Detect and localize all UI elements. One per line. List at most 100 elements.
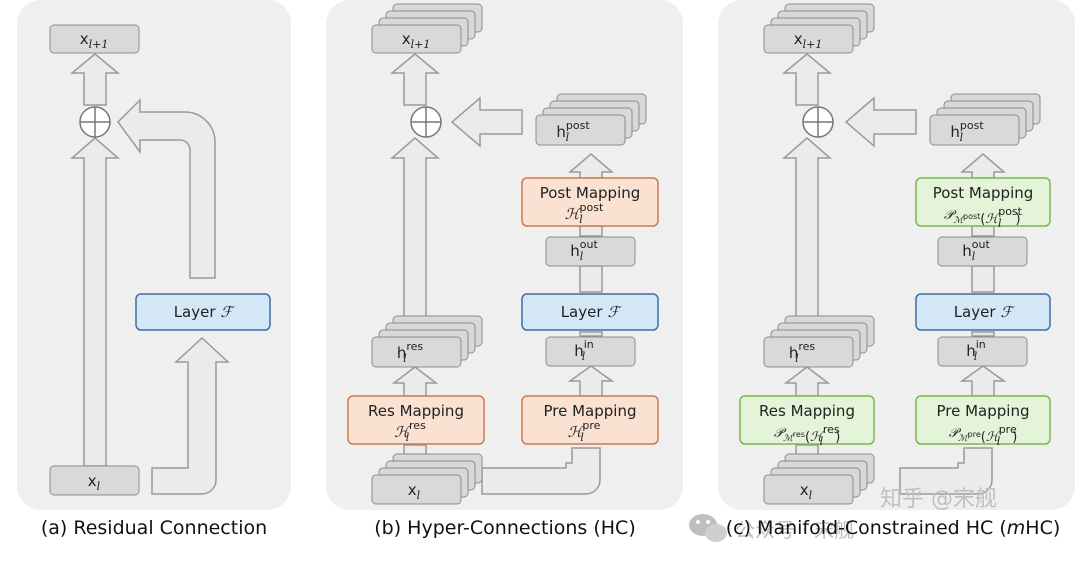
pre-mapping-symbol: ℋ <box>986 430 1001 445</box>
pre-input-arrow <box>481 447 601 495</box>
res-mapping-sup: res <box>409 419 426 432</box>
h-in-sub: l <box>974 350 978 363</box>
pre-mapping-sup: pre <box>999 423 1017 436</box>
x-in-sub: l <box>97 480 101 493</box>
pre-mapping-sub: l <box>580 431 584 444</box>
post-mapping-msup: post <box>963 212 980 221</box>
h-out-sub: l <box>972 250 976 263</box>
h-post-sup: post <box>960 119 984 132</box>
layer-output-arrow <box>117 98 216 279</box>
hout-to-post-map-arrow <box>971 225 995 237</box>
add-operator-icon <box>410 106 442 138</box>
x-in-node: xl <box>49 465 140 496</box>
res-mapping-title: Res Mapping <box>368 402 464 420</box>
x-out-base: x <box>794 30 803 48</box>
panel-c-caption-pre: (c) Manifold-Constrained HC ( <box>726 517 1007 539</box>
pre-mapping-title: Pre Mapping <box>544 402 637 420</box>
x-out-sub: l+1 <box>411 38 431 51</box>
x-in-stack: xl <box>763 453 875 505</box>
h-post-sup: post <box>566 119 590 132</box>
x-in-sub: l <box>417 489 421 502</box>
residual-up-arrow <box>389 137 441 319</box>
post-mapping-sub: l <box>998 217 1002 230</box>
svg-text:xl: xl <box>800 481 813 502</box>
x-out-stack: xl+1 <box>371 3 483 54</box>
pre-map-to-hin-arrow <box>959 365 1007 397</box>
h-post-base: h <box>950 123 960 141</box>
hin-to-layer-arrow <box>971 331 995 337</box>
output-up-arrow <box>69 53 121 106</box>
h-out-base: h <box>570 242 580 260</box>
res-map-to-hres-arrow <box>391 366 439 397</box>
svg-text:xl: xl <box>408 481 421 502</box>
h-post-sub: l <box>960 131 964 144</box>
h-post-base: h <box>556 123 566 141</box>
post-map-to-hpost-arrow <box>567 153 615 179</box>
h-in-sup: in <box>584 338 594 351</box>
x-out-base: x <box>80 30 89 48</box>
post-mapping-title: Post Mapping <box>540 184 641 202</box>
output-up-arrow <box>781 53 833 106</box>
post-mapping-sup: post <box>998 205 1022 218</box>
h-res-base: h <box>789 344 799 362</box>
post-map-to-hpost-arrow <box>959 153 1007 179</box>
layer-label: Layer <box>561 303 604 321</box>
residual-up-arrow <box>69 137 121 467</box>
post-mapping-symbol: ℋ <box>565 205 582 223</box>
panel-a-background <box>17 0 291 510</box>
svg-text:xl+1: xl+1 <box>402 30 431 51</box>
svg-text:xl+1: xl+1 <box>80 30 109 51</box>
layer-label: Layer <box>954 303 997 321</box>
add-operator-icon <box>802 106 834 138</box>
panel-c-caption-post: HC) <box>1025 517 1060 539</box>
layer-symbol: ℱ <box>1001 303 1016 321</box>
svg-text:xl: xl <box>88 472 101 493</box>
pre-mapping-sup: pre <box>582 419 600 432</box>
x-in-sub: l <box>809 489 813 502</box>
x-out-sub: l+1 <box>89 38 109 51</box>
pre-mapping-title: Pre Mapping <box>937 402 1030 420</box>
res-mapping-sup: res <box>823 423 840 436</box>
post-mapping-title: Post Mapping <box>933 184 1034 202</box>
res-mapping-title: Res Mapping <box>759 402 855 420</box>
add-operator-icon <box>79 106 111 138</box>
x-out-base: x <box>402 30 411 48</box>
h-in-base: h <box>966 342 976 360</box>
res-mapping-symbol: ℋ <box>810 430 825 445</box>
h-out-base: h <box>962 242 972 260</box>
watermark-zhihu: 知乎 @宋舰 <box>880 487 997 512</box>
layer-to-hout-arrow <box>579 265 603 293</box>
h-in-sub: l <box>582 350 586 363</box>
hout-to-post-map-arrow <box>579 225 603 237</box>
hin-to-layer-arrow <box>579 331 603 337</box>
panel-c-caption-italic: m <box>1007 517 1026 539</box>
x-in-stack: xl <box>371 453 483 505</box>
layer-input-arrow <box>151 336 230 495</box>
pre-input-arrow <box>899 447 993 495</box>
h-in-base: h <box>574 342 584 360</box>
h-in-sup: in <box>976 338 986 351</box>
h-out-sup: out <box>972 238 991 251</box>
post-to-add-arrow <box>450 96 523 148</box>
x-in-base: x <box>88 472 97 490</box>
h-res-base: h <box>397 344 407 362</box>
